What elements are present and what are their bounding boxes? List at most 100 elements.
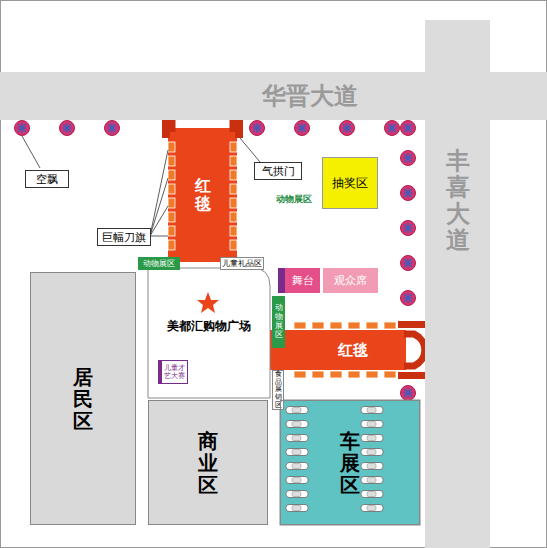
flag [294,322,306,329]
audience-area: 观众席 [323,268,378,293]
balloon [340,121,355,136]
car [361,407,383,414]
label-text: 抽奖区 [332,175,368,192]
air-arch [404,334,425,366]
balloon [401,151,416,166]
label-text: 动物展区 [143,258,175,269]
contest-board: 儿童才艺大赛 [158,360,188,384]
label-text: 美都汇购物广场 [167,318,251,335]
label-text: 红毯 [195,177,211,212]
flag [168,212,175,222]
label-text: 华晋大道 [262,80,358,112]
car-show-area: 车展区 [280,400,420,525]
flag [168,226,175,236]
plaza-outline [148,268,270,398]
flag [168,156,175,166]
label-text: 儿童才艺大赛 [162,364,187,380]
balloon [401,256,416,271]
lottery-area: 抽奖区 [322,157,378,209]
label-text: 动物展区 [276,193,312,206]
car [286,491,308,498]
car [286,449,308,456]
flag [312,371,324,378]
balloon [295,121,310,136]
red-carpet [270,330,406,370]
car [361,505,383,512]
flag [168,142,175,152]
callout-box: 巨幅刀旗 [97,228,151,246]
balloon [401,186,416,201]
commercial-block: 商业区 [148,400,268,525]
balloon [401,386,416,401]
flag [230,156,237,166]
flag [312,322,324,329]
exhibit-area: 动物展区 [272,296,285,348]
residential-block: 居民区 [30,272,136,525]
car [361,449,383,456]
red-carpet [168,128,237,262]
exhibit-area: 儿童礼品区 [220,257,264,270]
flag [348,371,360,378]
label-text: 巨幅刀旗 [102,230,146,245]
leader-lines [22,136,260,236]
flag [230,142,237,152]
balloon [60,121,75,136]
car [361,435,383,442]
flag [168,240,175,250]
flag [168,184,175,194]
red-carpet-label: 红毯 [180,150,225,240]
car [361,491,383,498]
balloon [250,121,265,136]
plaza: 美都汇购物广场儿童才艺大赛 [148,268,270,398]
label-text: 丰喜大道 [446,148,470,254]
label-text: 居民区 [73,366,93,432]
label-text: 商业区 [198,430,218,496]
balloon [385,121,400,136]
label-text: 儿童礼品区 [222,258,262,269]
exhibit-area: 动物展区 [138,257,180,270]
flag [230,198,237,208]
exhibit-area: 食品展销区 [272,370,284,410]
red-carpet-label: 红毯 [318,336,388,364]
flag [348,322,360,329]
car [361,463,383,470]
road: 丰喜大道 [425,20,490,548]
label-text: 车展区 [340,430,360,496]
flag [384,371,396,378]
car [286,421,308,428]
flag [230,170,237,180]
star [197,292,219,313]
flag [230,226,237,236]
car [286,505,308,512]
label-text: 空飘 [36,172,58,187]
car [286,407,308,414]
label-text: 舞台 [292,273,314,288]
car [361,421,383,428]
balloon [401,121,416,136]
flag [294,371,306,378]
flag [366,371,378,378]
label-text: 红毯 [338,341,368,360]
exhibit-area: 动物展区 [268,192,320,207]
label-text: 动物展区 [275,304,283,339]
car [361,477,383,484]
flag [330,371,342,378]
car [286,463,308,470]
balloon [105,121,120,136]
car [286,435,308,442]
flag [230,184,237,194]
flag [330,322,342,329]
flag [230,212,237,222]
flag [384,322,396,329]
label-text: 观众席 [334,273,367,288]
label-text: 气拱门 [262,164,295,179]
stage: 舞台 [278,268,320,293]
flag [230,240,237,250]
flag [168,170,175,180]
callout-box: 空飘 [25,170,69,188]
balloon [401,291,416,306]
callout-box: 气拱门 [254,162,302,180]
flag [366,322,378,329]
car-show-ground [280,400,420,525]
balloon [15,121,30,136]
